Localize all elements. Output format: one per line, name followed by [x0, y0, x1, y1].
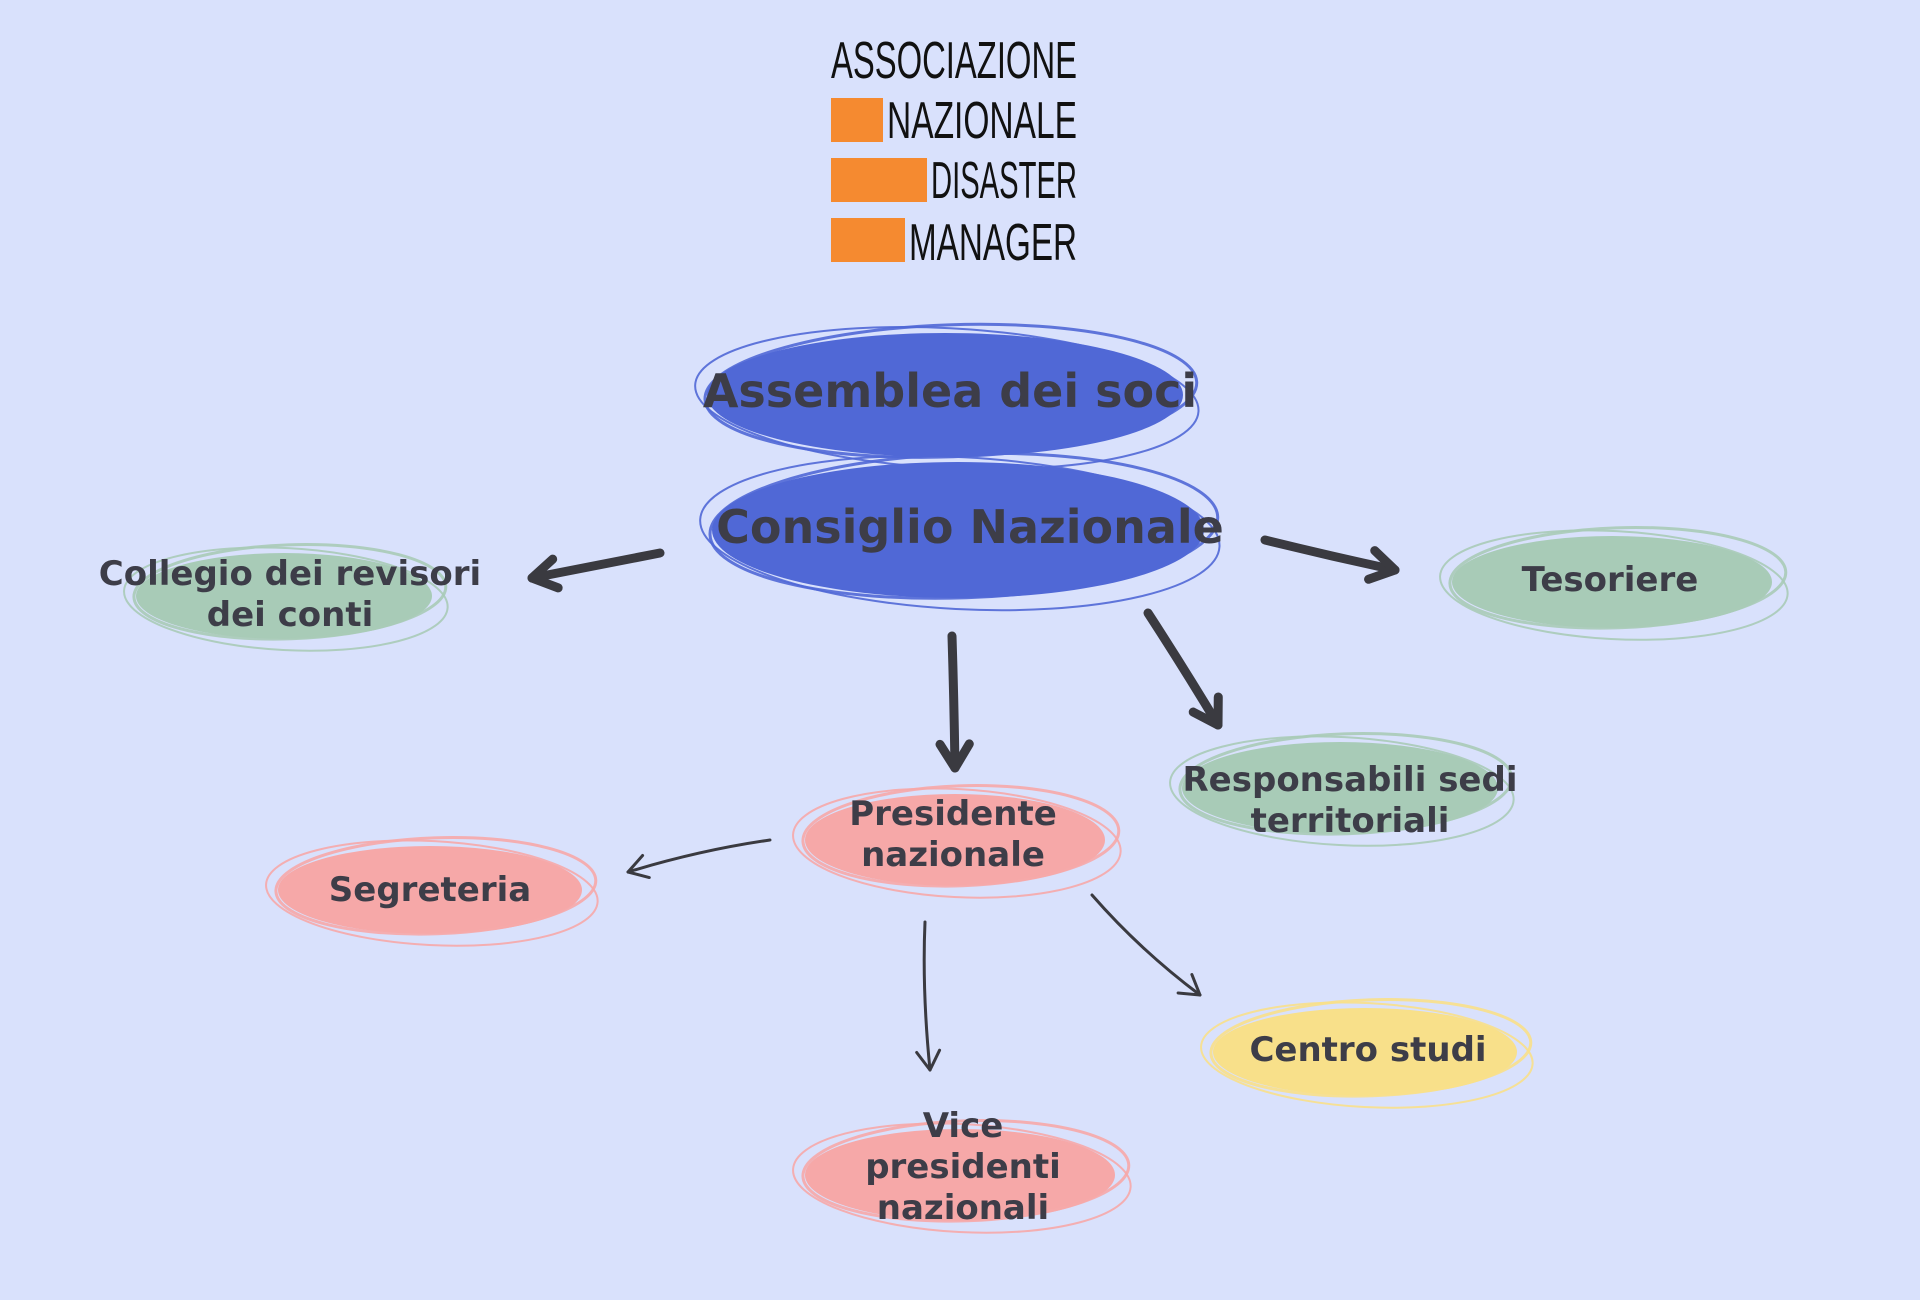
node-centro-fill [1213, 1008, 1517, 1096]
node-responsabili-shape [1169, 731, 1515, 847]
node-presidente-line-2: nazionale [861, 834, 1045, 875]
node-presidente-fill [805, 794, 1105, 886]
logo-line-4: MANAGER [909, 214, 1077, 272]
node-tesoriere-outline [1439, 529, 1789, 641]
logo: ASSOCIAZIONE NAZIONALE DISASTER MANAGER [831, 32, 1077, 272]
node-consiglio-fill [712, 462, 1204, 598]
node-consiglio-label: Consiglio Nazionale [716, 500, 1224, 554]
node-consiglio-outline [708, 451, 1220, 600]
node-responsabili-line-1: Responsabili sedi [1182, 760, 1518, 800]
logo-square-1 [831, 98, 883, 142]
node-segreteria-outline [265, 839, 599, 947]
node-presidente-label: Presidente nazionale [803, 794, 1103, 876]
node-collegio-fill [136, 553, 432, 639]
node-vice-line-2: presidenti [865, 1146, 1061, 1187]
arrow-presidente-vice-head [915, 1048, 942, 1072]
node-consiglio-outline [699, 454, 1221, 612]
logo-square-2 [831, 158, 927, 202]
node-assemblea-label: Assemblea dei soci [702, 364, 1198, 418]
node-segreteria-fill [278, 846, 582, 934]
arrow-presidente-segreteria-head [626, 854, 651, 880]
arrow-presidente-centro [1090, 893, 1202, 997]
node-tesoriere-shape [1439, 525, 1789, 641]
node-centro-outline [1209, 997, 1533, 1098]
node-consiglio-shape [699, 451, 1221, 612]
logo-square-3 [831, 218, 905, 262]
arrow-consiglio-collegio [527, 548, 665, 593]
node-vice-outline [792, 1122, 1132, 1234]
arrow-consiglio-responsabili [1143, 608, 1223, 730]
node-centro-shape [1200, 997, 1534, 1109]
node-responsabili-outline [1178, 731, 1514, 836]
node-presidente-outline [801, 784, 1121, 888]
node-tesoriere-fill [1452, 536, 1772, 628]
node-centro-outline [1200, 1001, 1534, 1109]
logo-line-1: ASSOCIAZIONE [831, 32, 1077, 90]
node-vice-fill [805, 1129, 1115, 1221]
arrow-consiglio-presidente [935, 631, 974, 773]
node-vice-line-1: Vice [922, 1106, 1004, 1146]
node-vice-label: Vice presidenti nazionali [813, 1106, 1113, 1228]
arrow-consiglio-collegio-head [527, 554, 563, 593]
arrow-consiglio-presidente-head [935, 739, 974, 773]
arrow-consiglio-tesoriere-head [1364, 546, 1400, 584]
node-segreteria-shape [265, 835, 599, 947]
node-collegio-line-1: Collegio dei revisori [98, 554, 482, 594]
node-tesoriere-outline [1448, 525, 1788, 630]
node-vice-shape [792, 1119, 1132, 1234]
arrow-consiglio-responsabili-head [1188, 692, 1223, 730]
node-assemblea-fill [707, 333, 1183, 457]
logo-line-2: NAZIONALE [887, 92, 1077, 150]
node-centro-label: Centro studi [1249, 1030, 1487, 1070]
node-presidente-line-1: Presidente [849, 794, 1057, 834]
arrow-presidente-centro-head [1176, 973, 1202, 997]
node-collegio-line-2: dei conti [206, 594, 374, 635]
node-vice-outline [801, 1119, 1131, 1223]
node-presidente-outline [792, 787, 1122, 899]
arrow-presidente-vice [915, 920, 942, 1072]
node-collegio-label: Collegio dei revisori dei conti [90, 554, 490, 636]
node-responsabili-outline [1169, 735, 1515, 847]
node-segreteria-label: Segreteria [328, 870, 532, 910]
node-collegio-outline [123, 546, 449, 652]
arrow-consiglio-tesoriere [1260, 535, 1400, 584]
node-vice-line-3: nazionali [876, 1187, 1050, 1228]
node-presidente-shape [792, 784, 1122, 899]
node-responsabili-fill [1182, 742, 1498, 834]
node-collegio-outline [132, 543, 448, 641]
node-responsabili-line-2: territoriali [1250, 800, 1450, 841]
node-responsabili-label: Responsabili sedi territoriali [1150, 760, 1550, 842]
node-segreteria-outline [274, 835, 598, 936]
logo-line-3: DISASTER [931, 152, 1077, 210]
arrow-presidente-segreteria [626, 838, 772, 880]
node-collegio-shape [123, 543, 449, 652]
node-tesoriere-label: Tesoriere [1521, 560, 1699, 600]
